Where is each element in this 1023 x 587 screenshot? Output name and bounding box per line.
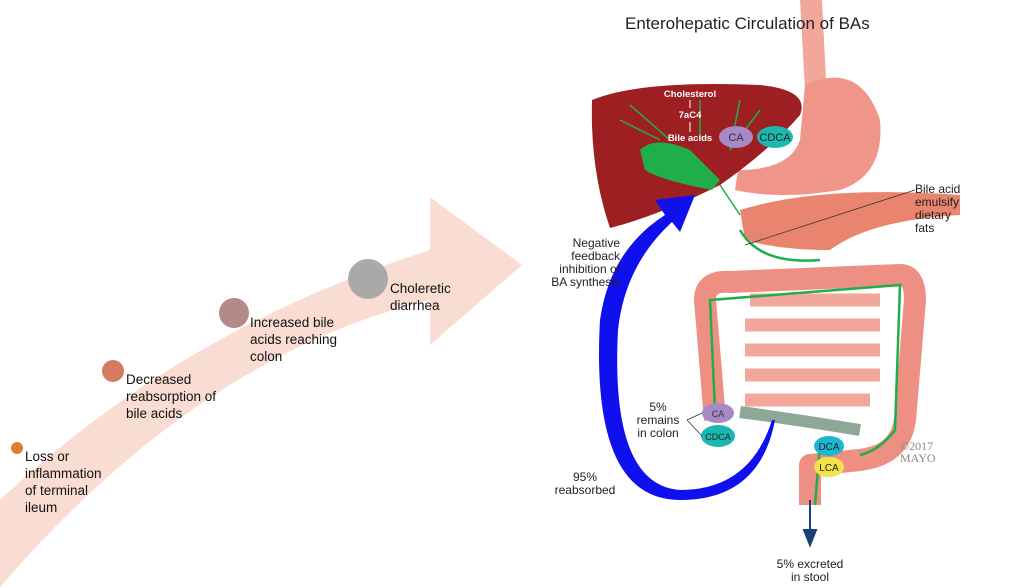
step-label-2: Decreased reabsorption of bile acids [126,372,217,421]
ca-molecule-liver [719,126,753,148]
pancreas [740,192,960,250]
step-label-1: Loss or inflammation of terminal ileum [25,449,102,515]
small-intestine [745,293,880,407]
feedback-label: Negative feedback inhibition of BA synth… [551,236,620,289]
bile-acids-text: Bile acids [668,133,712,144]
excreted-label: 5% excreted in stool [776,557,844,584]
remains-label: 5% remains in colon [636,400,680,440]
7ac4-text: 7aC4 [679,110,702,121]
pointer-lines [686,189,916,437]
gallbladder [640,142,720,190]
stomach [735,77,881,195]
bile-ducts [619,99,761,216]
ca-text-colon: CA [712,409,725,419]
lca-molecule [814,457,844,477]
ca-molecule-colon [702,403,734,423]
step-label-3: Increased bile acids reaching colon [250,315,338,364]
liver [591,84,802,228]
step-dot-3 [219,298,249,328]
step-dot-1 [11,442,23,454]
step-dot-2 [102,360,124,382]
cdca-text-colon: CDCA [705,432,731,442]
emulsify-label: Bile acid emulsify dietary fats [915,182,961,235]
cholesterol-text: Cholesterol [664,89,716,100]
cdca-text-liver: CDCA [759,132,791,144]
excretion-arrow [802,500,818,548]
esophagus [800,0,826,90]
ca-text-liver: CA [728,132,744,144]
lca-text: LCA [819,463,839,474]
dca-molecule [814,436,844,456]
cdca-molecule-colon [701,425,735,447]
cdca-molecule-liver [757,126,793,148]
bile-flow-arrow [708,229,902,506]
ileum [739,406,861,436]
dca-text: DCA [818,442,839,453]
step-dot-4 [348,259,388,299]
copyright: ©2017 MAYO [900,439,936,465]
colon [694,264,926,505]
progression-arrow [0,197,522,587]
diagram-title: Enterohepatic Circulation of BAs [625,14,870,33]
reabsorbed-label: 95% reabsorbed [554,470,616,497]
step-label-4: Choleretic diarrhea [390,281,451,313]
